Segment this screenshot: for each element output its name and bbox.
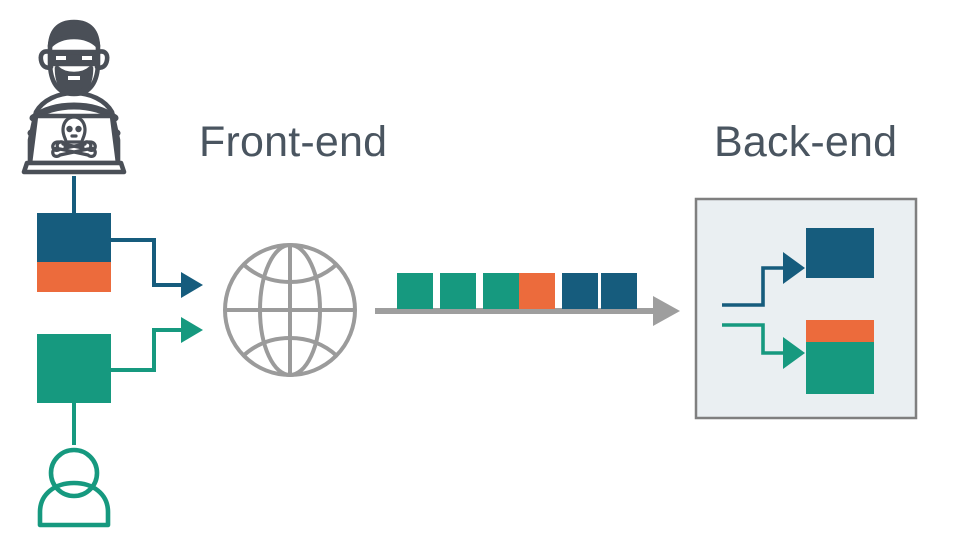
packet-2 — [440, 273, 476, 309]
packet-6 — [601, 273, 637, 309]
packet-1 — [397, 273, 433, 309]
packet-stream-arrow — [375, 296, 680, 326]
person-icon — [37, 447, 111, 528]
backend-blue-box — [806, 228, 874, 278]
attacker-to-network-connector — [111, 238, 203, 298]
back-end-label: Back-end — [714, 118, 898, 166]
globe-icon — [223, 243, 357, 377]
packet-3 — [483, 273, 519, 309]
user-to-network-connector — [111, 317, 203, 372]
packet-sequence — [397, 273, 637, 309]
packet-5 — [562, 273, 598, 309]
backend-blue-connector — [722, 252, 805, 307]
backend-teal-connector — [722, 323, 805, 369]
attacker-request-box — [37, 213, 111, 292]
backend-split-box — [806, 320, 874, 394]
front-end-label: Front-end — [199, 118, 388, 166]
user-request-box — [37, 334, 111, 403]
packet-4 — [519, 273, 555, 309]
hacker-icon — [21, 19, 127, 175]
